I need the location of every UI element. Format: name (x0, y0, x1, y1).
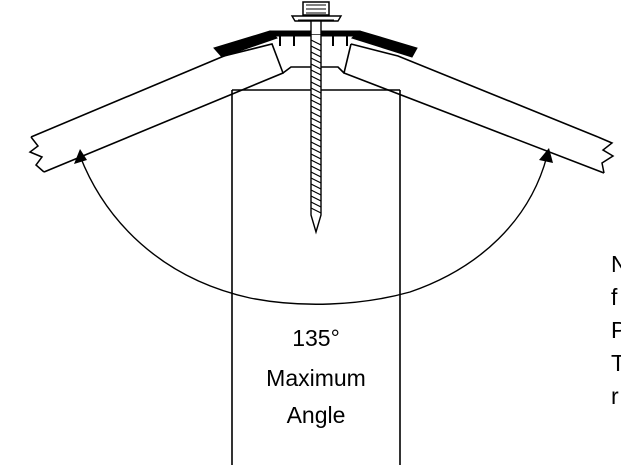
screw-icon (290, 1, 343, 235)
left-roof-panel (30, 43, 285, 173)
angle-arc (79, 155, 548, 305)
right-roof-panel (343, 43, 605, 174)
side-note-letter-2: f (611, 284, 618, 310)
right-arrowhead-icon (539, 148, 553, 163)
right-break-mark-icon (597, 136, 615, 174)
side-note-letter-3: P (611, 317, 621, 343)
cap-clips (279, 36, 348, 46)
side-note-letter-1: N (611, 251, 621, 277)
left-break-mark-icon (28, 136, 45, 173)
left-arrowhead-icon (74, 149, 87, 164)
caption-line-1: Maximum (266, 365, 366, 391)
caption-line-2: Angle (287, 402, 346, 428)
side-note-letter-5: r (611, 383, 619, 409)
side-note-letter-4: T (611, 350, 621, 376)
side-note: N f P T r (611, 251, 621, 409)
angle-value-label: 135° (292, 325, 340, 351)
